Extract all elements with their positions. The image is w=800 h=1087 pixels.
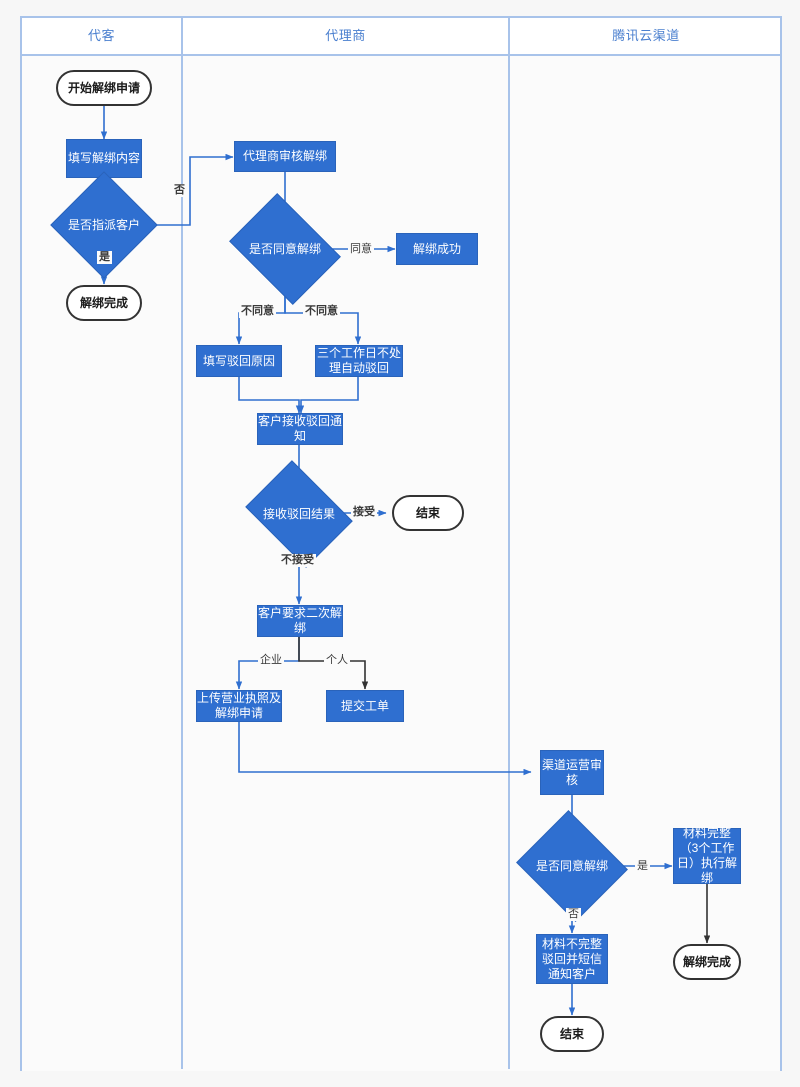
node-label: 客户接收驳回通知 [258,414,343,443]
node-label: 渠道运营审核 [541,757,602,787]
edge-label-no-tencent: 否 [566,908,581,921]
node-label: 是否同意解绑 [535,858,608,873]
node-second-unbind-request[interactable]: 客户要求二次解绑 [257,605,343,637]
node-receive-reject-result[interactable]: 接收驳回结果 [245,460,353,568]
node-unbind-done-customer[interactable]: 解绑完成 [66,285,142,321]
node-channel-ops-review[interactable]: 渠道运营审核 [540,750,604,795]
node-label: 结束 [415,505,440,520]
node-submit-ticket[interactable]: 提交工单 [326,690,404,722]
node-label: 接收驳回结果 [262,506,335,521]
lane-header-agent: 代理商 [325,28,366,43]
node-label: 材料完整（3个工作日）执行解绑 [676,826,737,885]
node-label: 开始解绑申请 [67,80,140,95]
lane-divider-2 [508,18,510,1069]
edge-label-agree: 同意 [348,243,374,256]
node-is-assigned-customer[interactable]: 是否指派客户 [50,171,158,279]
node-label: 代理商审核解绑 [242,149,327,163]
node-label: 填写解绑内容 [67,151,140,165]
edge-label-enterprise: 企业 [258,654,284,667]
node-label: 上传营业执照及解绑申请 [197,691,282,720]
edge-label-yes-assigned: 是 [97,251,112,264]
node-unbind-success[interactable]: 解绑成功 [396,233,478,265]
edge-label-disagree-left: 不同意 [239,305,276,318]
node-label: 三个工作日不处理自动驳回 [316,346,401,375]
node-material-incomplete[interactable]: 材料不完整驳回并短信通知客户 [536,934,608,984]
edge-label-not-accept: 不接受 [279,554,316,567]
node-label: 是否指派客户 [67,217,140,232]
lane-header-customer: 代客 [87,28,115,43]
edge-label-accept: 接受 [351,506,377,519]
node-agree-unbind-2[interactable]: 是否同意解绑 [516,810,628,922]
node-auto-reject-3days[interactable]: 三个工作日不处理自动驳回 [315,345,403,377]
node-label: 解绑成功 [412,241,461,256]
node-upload-license[interactable]: 上传营业执照及解绑申请 [196,690,282,722]
edge-label-no-assigned: 否 [172,184,187,197]
node-material-complete[interactable]: 材料完整（3个工作日）执行解绑 [673,826,741,885]
edge-label-disagree-right: 不同意 [303,305,340,318]
lane-header-tencent: 腾讯云渠道 [612,28,680,43]
node-agree-unbind[interactable]: 是否同意解绑 [229,193,341,305]
node-fill-unbind-content[interactable]: 填写解绑内容 [66,139,142,178]
node-agent-review[interactable]: 代理商审核解绑 [234,141,336,172]
node-customer-receive-reject[interactable]: 客户接收驳回通知 [257,413,343,445]
node-label: 解绑完成 [79,295,128,310]
node-end-agent[interactable]: 结束 [392,495,464,531]
node-label: 提交工单 [340,698,389,713]
edge-label-individual: 个人 [324,654,350,667]
node-label: 是否同意解绑 [248,241,321,256]
node-label: 结束 [559,1026,584,1041]
header-divider [22,54,780,56]
node-label: 材料不完整驳回并短信通知客户 [541,936,602,981]
node-label: 填写驳回原因 [202,353,275,368]
node-end-tencent[interactable]: 结束 [540,1016,604,1052]
node-label: 解绑完成 [682,954,731,969]
node-label: 客户要求二次解绑 [258,606,343,635]
edge-label-yes-tencent: 是 [635,860,650,873]
node-fill-reject-reason[interactable]: 填写驳回原因 [196,345,282,377]
node-start-apply[interactable]: 开始解绑申请 [56,70,152,106]
lane-divider-1 [181,18,183,1069]
node-unbind-done-tencent[interactable]: 解绑完成 [673,944,741,980]
